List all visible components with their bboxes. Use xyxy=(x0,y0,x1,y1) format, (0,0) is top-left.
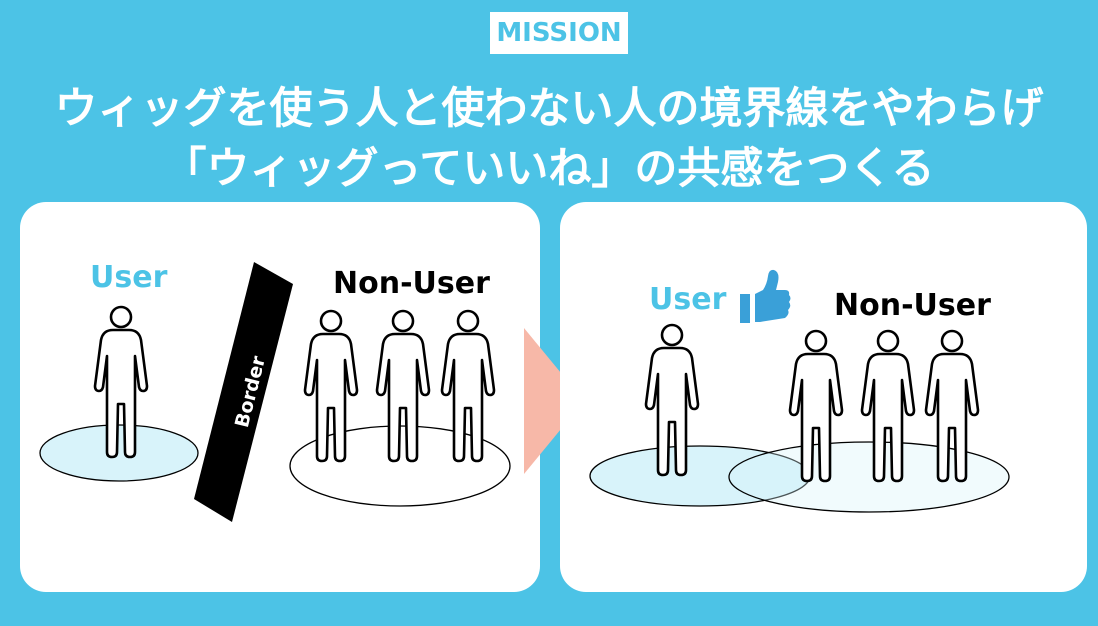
non-user-label: Non-User xyxy=(333,266,490,301)
border-bar xyxy=(194,262,293,522)
before-panel: Border User Non-User xyxy=(20,202,540,592)
after-panel: User Non-User xyxy=(560,202,1087,592)
mission-badge: MISSION xyxy=(490,12,628,54)
headline-line-2: 「ウィッグっていいね」の共感をつくる xyxy=(163,144,935,194)
user-label: User xyxy=(649,282,727,317)
after-illustration xyxy=(589,269,1010,513)
non-user-label: Non-User xyxy=(834,288,991,323)
thumbs-up-icon xyxy=(740,269,791,323)
user-label: User xyxy=(90,260,168,295)
user-group-circle xyxy=(39,424,199,482)
arrow-right-icon xyxy=(524,328,584,474)
headline-line-1: ウィッグを使う人と使わない人の境界線をやわらげ xyxy=(54,84,1044,134)
before-illustration: Border xyxy=(39,262,511,522)
